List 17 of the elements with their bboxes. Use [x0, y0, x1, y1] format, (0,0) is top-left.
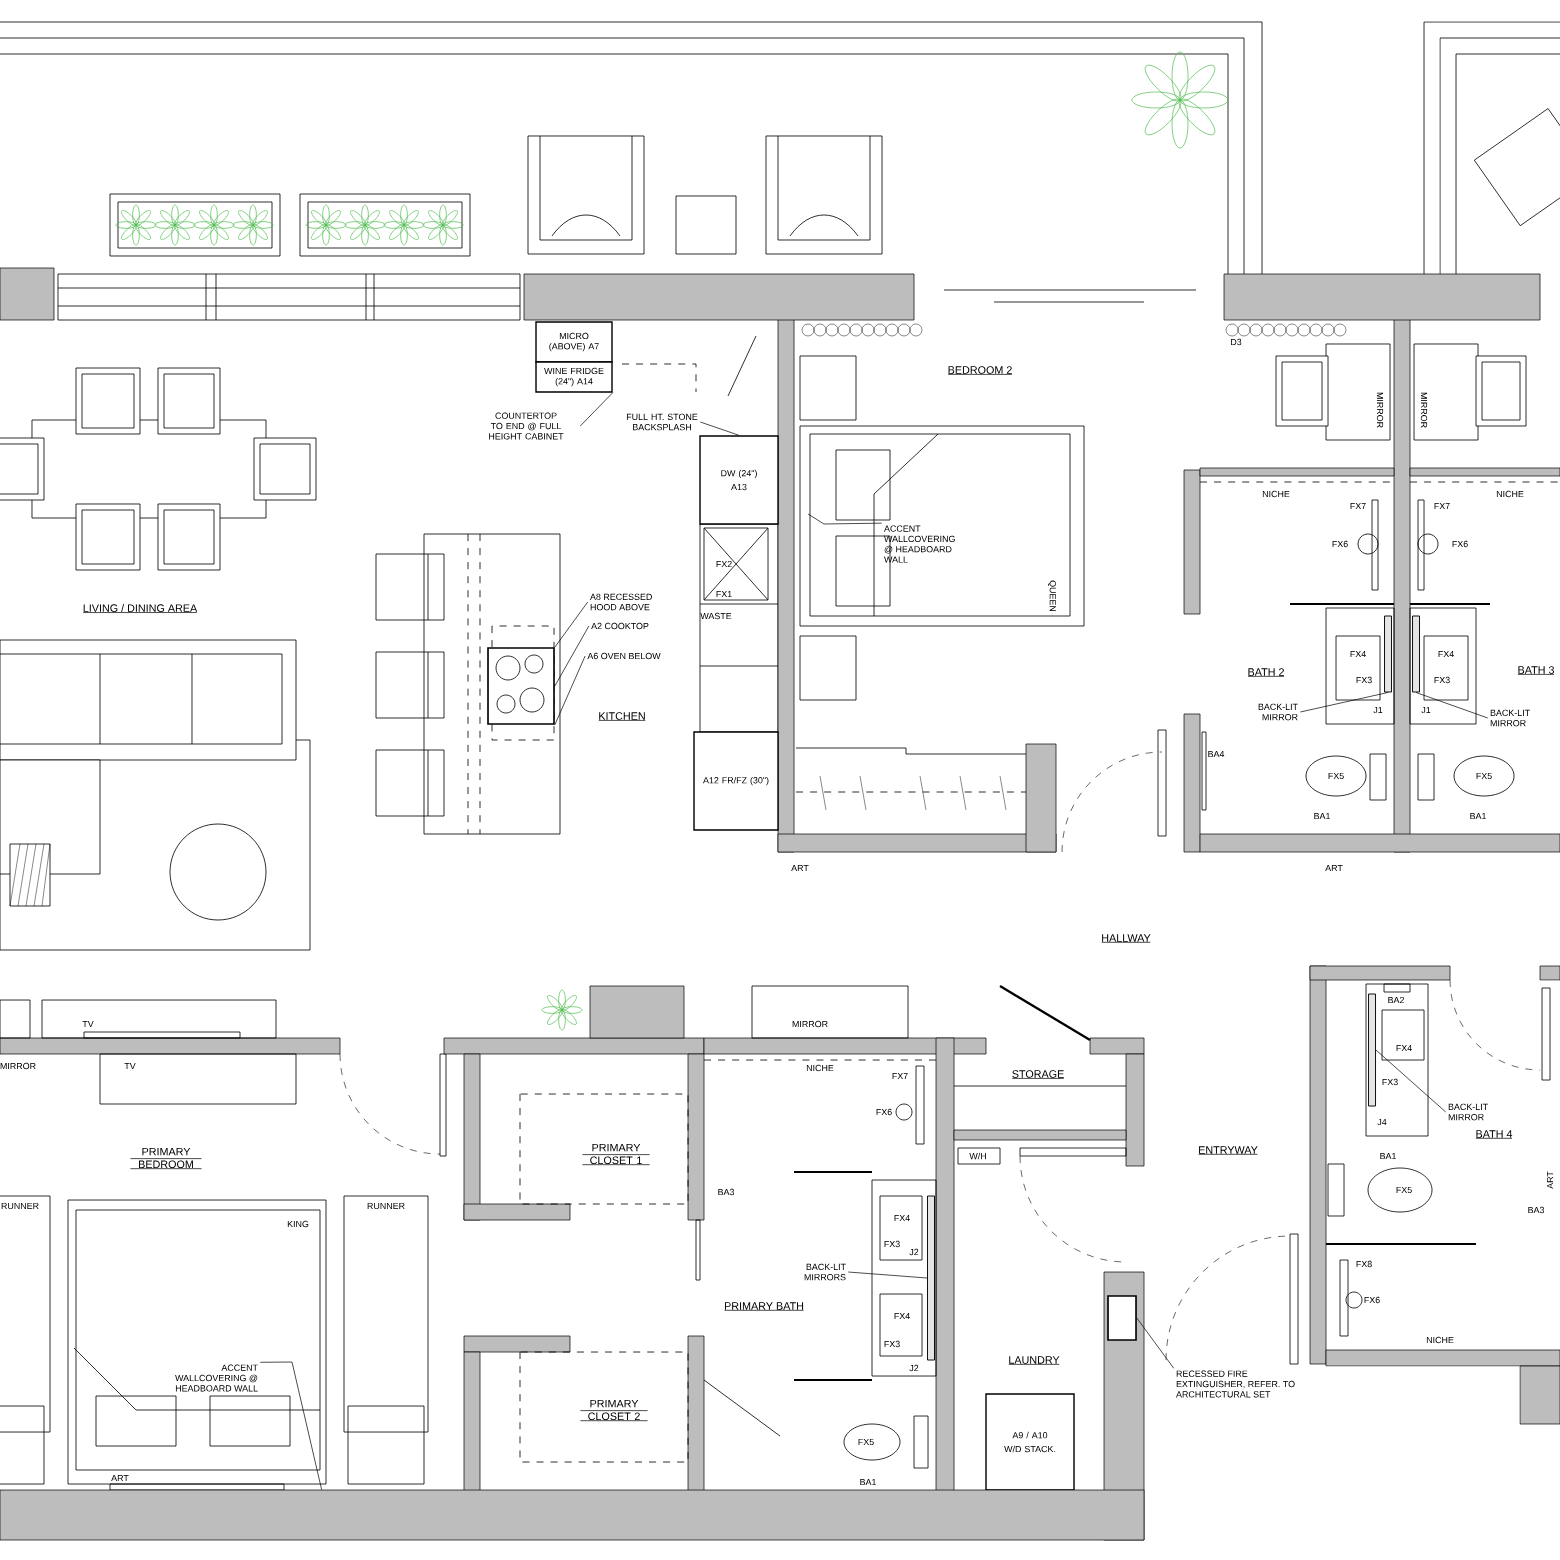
wall [523, 273, 915, 321]
mirror-strip [1412, 615, 1420, 693]
leader-line [579, 392, 614, 427]
leader-line [847, 1271, 928, 1279]
leader-line [554, 655, 586, 726]
leader-line [554, 625, 590, 687]
wall [1223, 273, 1541, 321]
mirror-strip [1384, 615, 1392, 693]
cooktop [487, 647, 555, 725]
leader-line [554, 601, 589, 648]
leader-line [699, 421, 740, 436]
mirror-strip [1368, 993, 1376, 1107]
leader-line [1299, 692, 1389, 713]
leader-line [807, 513, 883, 525]
leader-line [1136, 1317, 1175, 1369]
extinguisher-cabinet [1107, 1295, 1137, 1341]
mirror-strip [927, 1195, 935, 1361]
